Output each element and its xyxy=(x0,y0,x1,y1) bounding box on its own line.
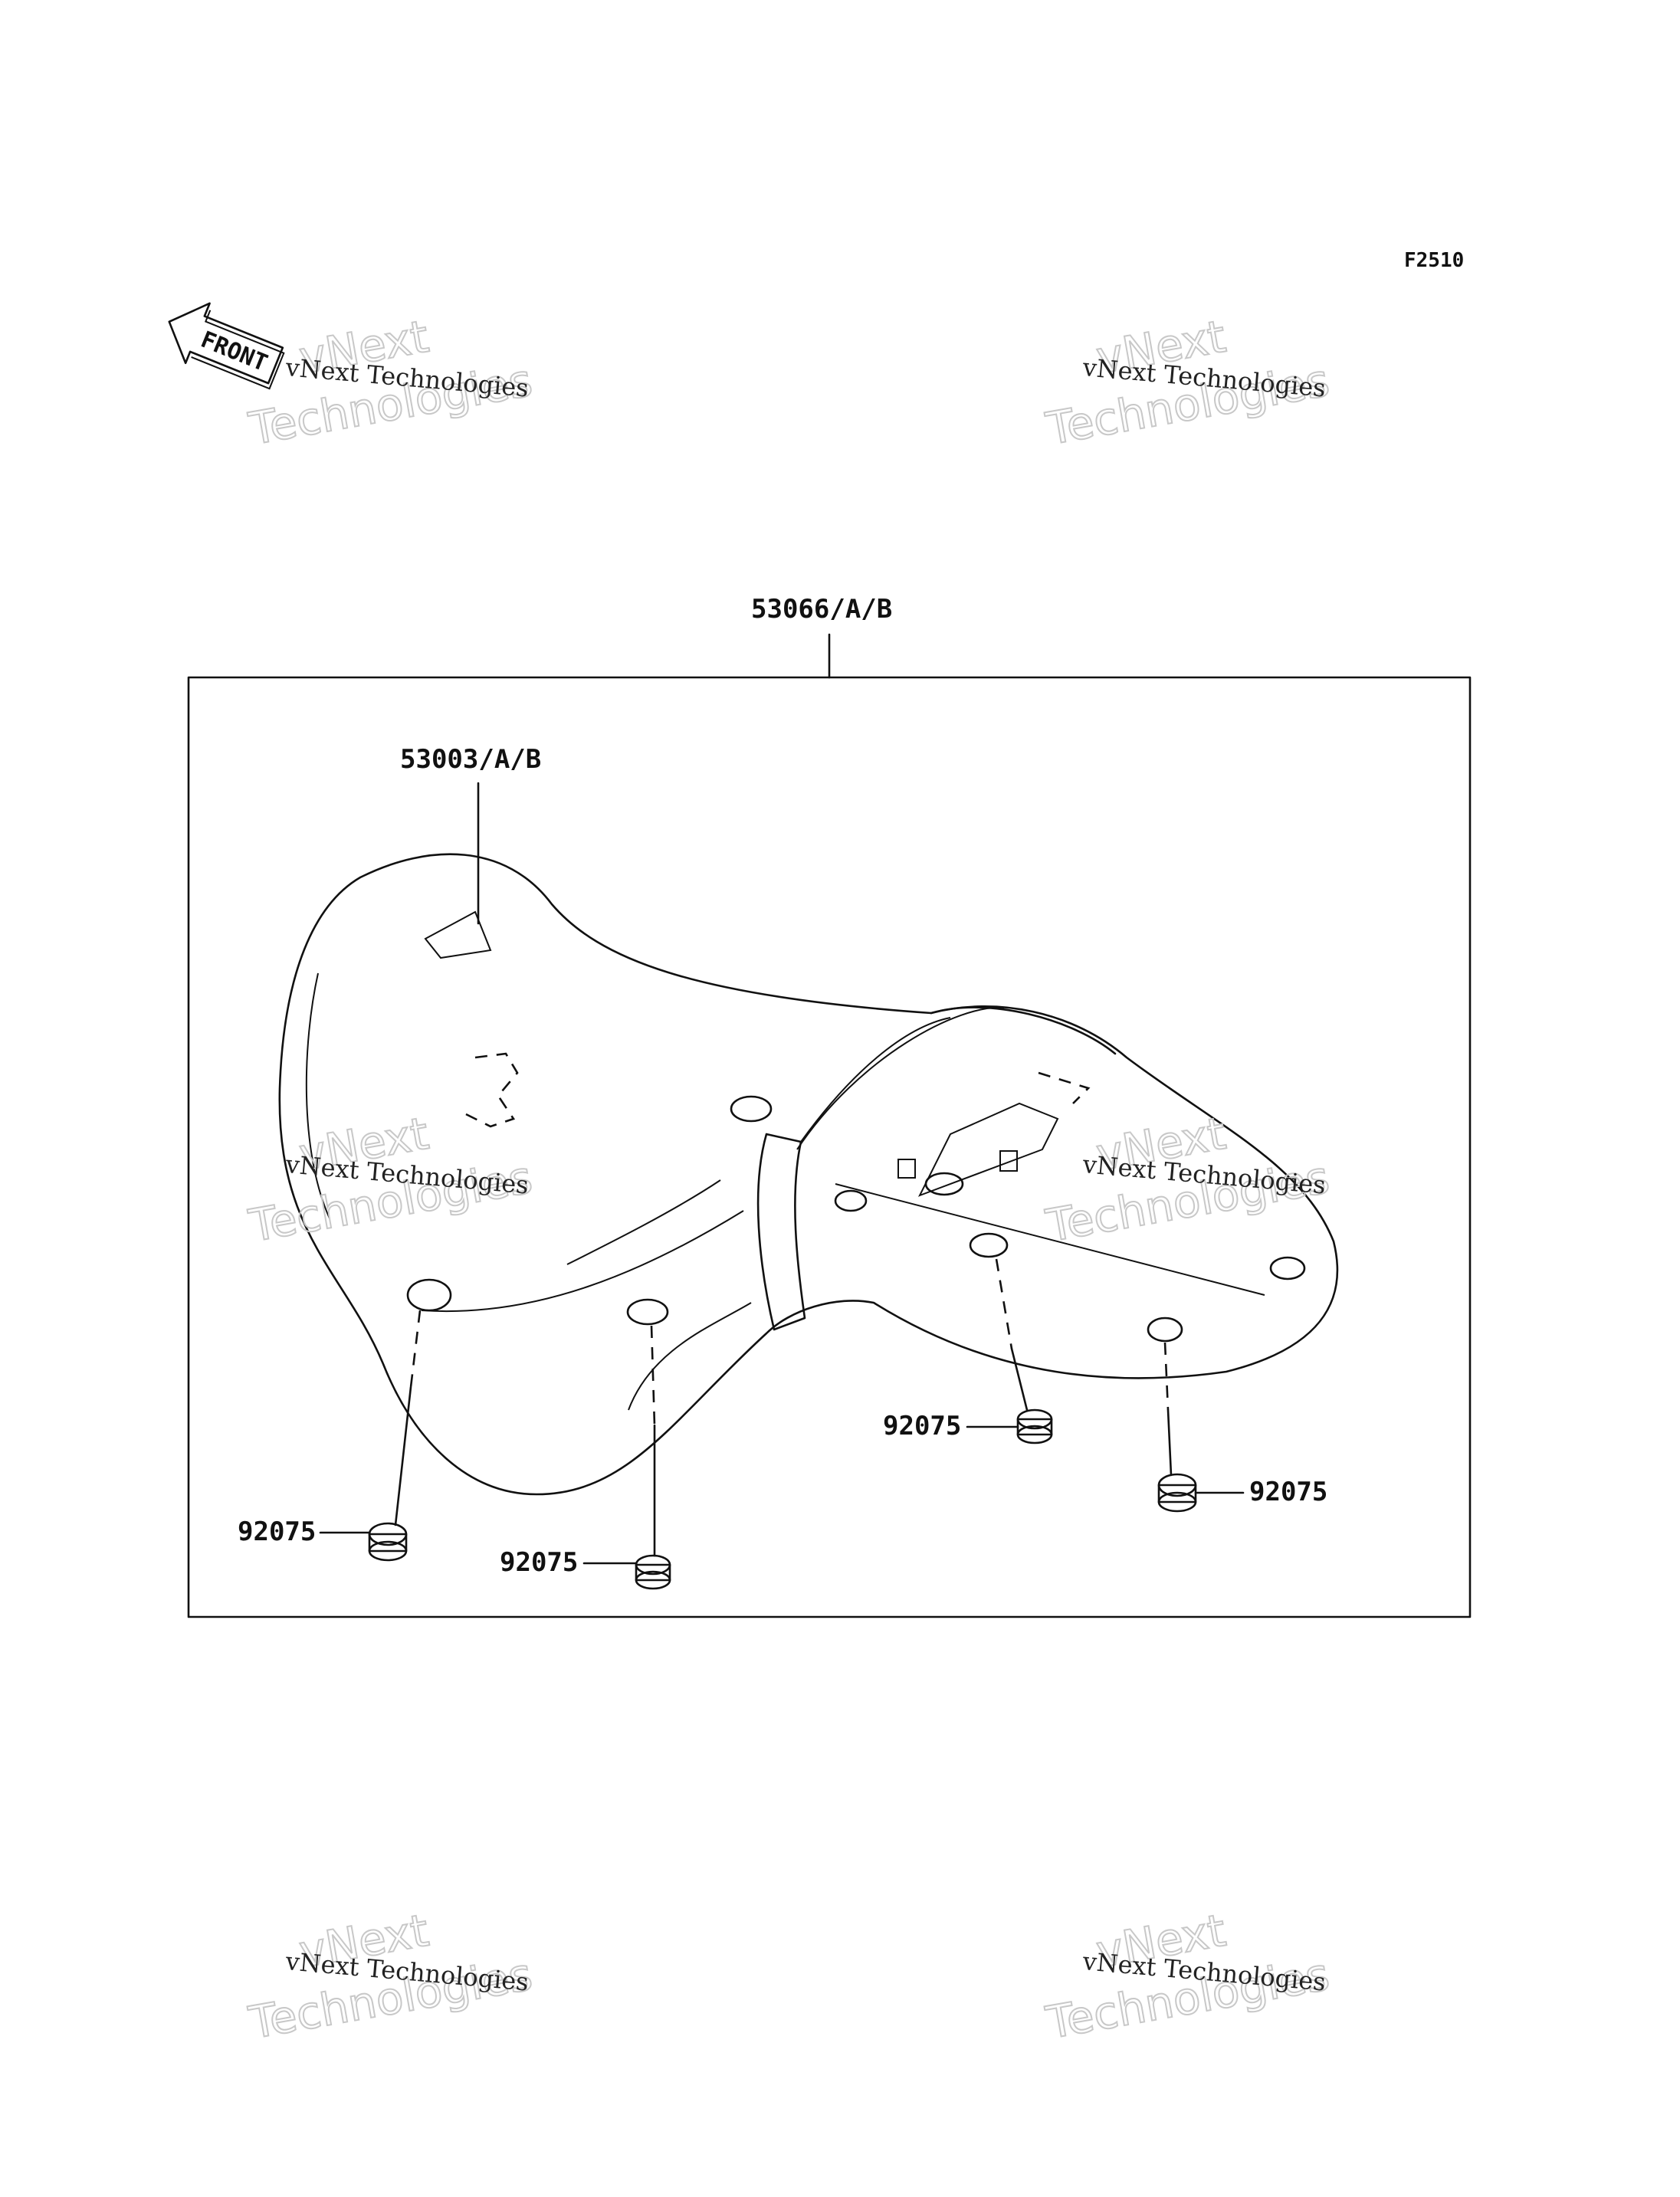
front-arrow-icon: FRONT xyxy=(168,302,285,390)
seat-drawing xyxy=(278,853,1339,1557)
damper-part-label: 92075 xyxy=(883,1411,961,1441)
figure-code: F2510 xyxy=(1404,249,1464,272)
rubber-damper-icon xyxy=(368,1408,1197,1590)
assembly-part-label: 53066/A/B xyxy=(751,594,892,625)
damper-part-label: 92075 xyxy=(1249,1477,1327,1507)
damper-part-label: 92075 xyxy=(500,1547,578,1578)
cover-part-label: 53003/A/B xyxy=(400,744,541,775)
damper-part-label: 92075 xyxy=(238,1517,316,1547)
assembly-box xyxy=(187,676,1472,1618)
